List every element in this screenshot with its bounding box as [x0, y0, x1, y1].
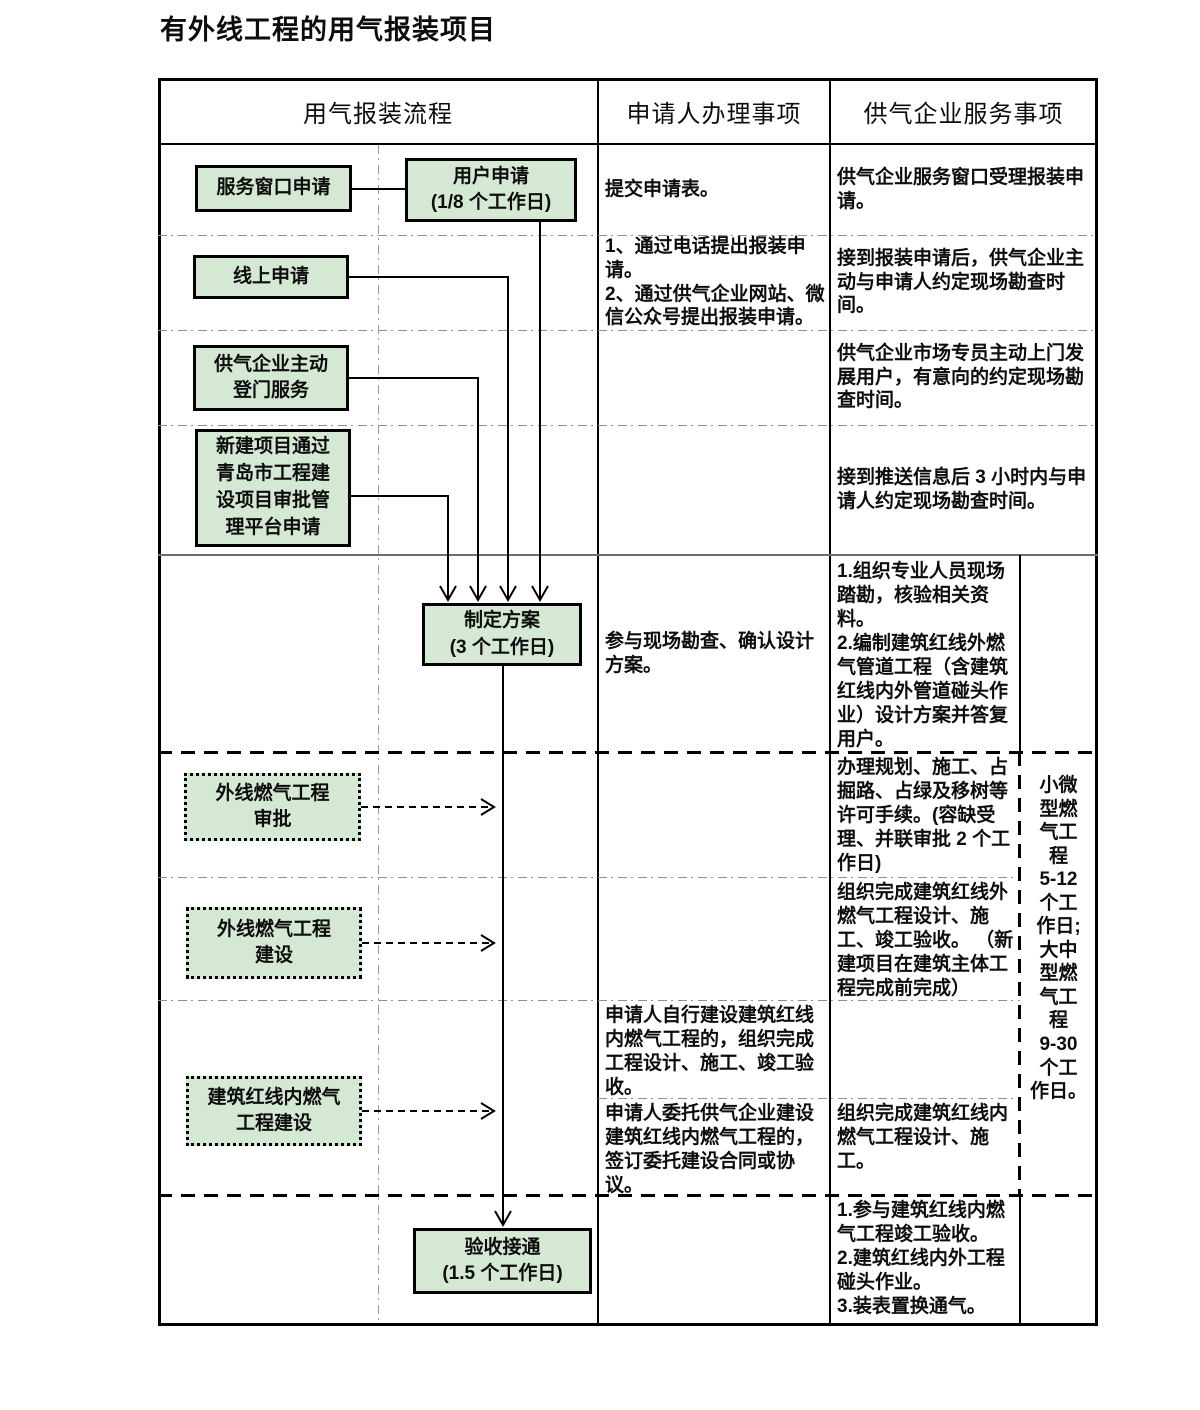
- cell-r1-applicant: 提交申请表。: [605, 145, 825, 235]
- flow-box-outer-approval: 外线燃气工程 审批: [184, 773, 361, 841]
- flow-column-inner-divider: [378, 145, 379, 1325]
- flow-box-user-apply-duration: (1/8 个工作日): [430, 192, 552, 213]
- flow-box-make-plan-duration: (3 个工作日): [449, 636, 555, 658]
- cell-r8a-applicant: 申请人自行建设建筑红线内燃气工程的，组织完成工程设计、施工、竣工验收。: [605, 1004, 829, 1098]
- column-border-1: [597, 78, 599, 1326]
- flow-box-proactive-service: 供气企业主动 登门服务: [193, 345, 349, 411]
- phase-divider-top: [158, 751, 1098, 754]
- cell-r8a-applicant-text: 申请人自行建设建筑红线内燃气工程的，组织完成工程设计、施工、竣工验收。: [605, 1005, 815, 1098]
- flow-box-user-apply-label: 用户申请: [452, 165, 529, 187]
- row-divider-1: [158, 235, 1098, 236]
- flow-box-user-apply: 用户申请 (1/8 个工作日): [405, 158, 577, 222]
- cell-r5-applicant: 参与现场勘查、确认设计方案。: [605, 555, 825, 752]
- flow-box-outer-construction-label: 外线燃气工程 建设: [216, 918, 331, 966]
- cell-r1-company: 供气企业服务窗口受理报装申请。: [837, 145, 1091, 235]
- row-divider-6: [158, 877, 1020, 878]
- flow-box-make-plan-label: 制定方案: [463, 610, 540, 632]
- note-column-border-upper: [1019, 555, 1021, 752]
- row-divider-2: [158, 330, 1098, 331]
- cell-r5-applicant-text: 参与现场勘查、确认设计方案。: [605, 630, 815, 676]
- row-divider-7: [158, 1000, 1020, 1001]
- note-column-border-lower: [1019, 1195, 1021, 1325]
- row-divider-4: [158, 554, 1098, 556]
- cell-r3-company-text: 供气企业市场专员主动上门发展用户，有意向的约定现场勘查时间。: [837, 342, 1085, 412]
- header-applicant-label: 申请人办理事项: [626, 100, 802, 128]
- cell-r7-company: 组织完成建筑红线外燃气工程设计、施工、竣工验收。 （新建项目在建筑主体工程完成前…: [837, 881, 1015, 999]
- column-border-2: [829, 78, 831, 1326]
- header-applicant-column: 申请人办理事项: [598, 78, 830, 144]
- cell-r8b-company-text: 组织完成建筑红线内燃气工程设计、施工。: [837, 1103, 1009, 1172]
- cell-r1-company-text: 供气企业服务窗口受理报装申请。: [837, 167, 1085, 212]
- header-flow-column: 用气报装流程: [158, 78, 598, 144]
- side-note-duration: 小微 型燃 气工 程 5-12 个工 作日; 大中 型燃 气工 程 9-30 个…: [1021, 752, 1096, 1195]
- flow-box-online-apply-label: 线上申请: [232, 265, 309, 287]
- note-column-border-dashed: [1018, 752, 1021, 1195]
- header-flow-label: 用气报装流程: [303, 100, 453, 128]
- table-frame: [158, 78, 1098, 1326]
- flow-box-online-apply: 线上申请: [193, 255, 349, 299]
- flow-box-new-project-label: 新建项目通过 青岛市工程建 设项目审批管 理平台申请: [215, 436, 330, 538]
- flow-box-acceptance: 验收接通 (1.5 个工作日): [413, 1228, 592, 1294]
- side-note-text: 小微 型燃 气工 程 5-12 个工 作日; 大中 型燃 气工 程 9-30 个…: [1029, 775, 1087, 1103]
- cell-r6-company: 办理规划、施工、占掘路、占绿及移树等许可手续。(容缺受理、并联审批 2 个工作日…: [837, 756, 1015, 876]
- cell-r5-company: 1.组织专业人员现场踏勘，核验相关资料。 2.编制建筑红线外燃气管道工程（含建筑…: [837, 560, 1015, 752]
- header-company-label: 供气企业服务事项: [863, 100, 1064, 128]
- page-title: 有外线工程的用气报装项目: [160, 15, 496, 45]
- flow-box-make-plan: 制定方案 (3 个工作日): [422, 603, 582, 666]
- cell-r6-company-text: 办理规划、施工、占掘路、占绿及移树等许可手续。(容缺受理、并联审批 2 个工作日…: [837, 757, 1011, 874]
- header-bottom-border: [158, 143, 1098, 145]
- cell-r5-company-text: 1.组织专业人员现场踏勘，核验相关资料。 2.编制建筑红线外燃气管道工程（含建筑…: [837, 561, 1009, 750]
- cell-r9-company: 1.参与建筑红线内燃气工程竣工验收。 2.建筑红线内外工程碰头作业。 3.装表置…: [837, 1199, 1015, 1325]
- flow-box-new-project: 新建项目通过 青岛市工程建 设项目审批管 理平台申请: [195, 429, 351, 547]
- cell-r2-company: 接到报装申请后，供气企业主动与申请人约定现场勘查时间。: [837, 235, 1091, 330]
- cell-r2-applicant: 1、通过电话提出报装申请。 2、通过供气企业网站、微信公众号提出报装申请。: [605, 235, 829, 330]
- flow-box-outer-approval-label: 外线燃气工程 审批: [215, 782, 330, 830]
- flow-box-service-window-label: 服务窗口申请: [216, 177, 331, 199]
- row-divider-3: [158, 425, 1098, 426]
- flow-box-service-window: 服务窗口申请: [195, 165, 352, 212]
- cell-r8b-applicant: 申请人委托供气企业建设建筑红线内燃气工程的，签订委托建设合同或协议。: [605, 1102, 829, 1196]
- cell-r1-applicant-text: 提交申请表。: [605, 179, 720, 201]
- flow-box-proactive-service-label: 供气企业主动 登门服务: [213, 353, 328, 401]
- flow-box-acceptance-duration: (1.5 个工作日): [442, 1263, 563, 1284]
- cell-r3-company: 供气企业市场专员主动上门发展用户，有意向的约定现场勘查时间。: [837, 330, 1091, 425]
- cell-r4-company: 接到推送信息后 3 小时内与申请人约定现场勘查时间。: [837, 425, 1091, 555]
- cell-r9-company-text: 1.参与建筑红线内燃气工程竣工验收。 2.建筑红线内外工程碰头作业。 3.装表置…: [837, 1200, 1005, 1317]
- flow-box-redline-construction-label: 建筑红线内燃气 工程建设: [207, 1086, 341, 1134]
- flow-box-redline-construction: 建筑红线内燃气 工程建设: [186, 1076, 362, 1146]
- cell-r2-applicant-text: 1、通过电话提出报装申请。 2、通过供气企业网站、微信公众号提出报装申请。: [605, 235, 825, 329]
- flow-box-acceptance-label: 验收接通: [464, 1236, 541, 1258]
- cell-r8b-company: 组织完成建筑红线内燃气工程设计、施工。: [837, 1102, 1015, 1194]
- header-company-column: 供气企业服务事项: [830, 78, 1097, 144]
- cell-r4-company-text: 接到推送信息后 3 小时内与申请人约定现场勘查时间。: [837, 467, 1087, 512]
- phase-divider-bottom: [158, 1194, 1098, 1197]
- cell-r8b-applicant-text: 申请人委托供气企业建设建筑红线内燃气工程的，签订委托建设合同或协议。: [605, 1103, 815, 1196]
- cell-r7-company-text: 组织完成建筑红线外燃气工程设计、施工、竣工验收。 （新建项目在建筑主体工程完成前…: [837, 882, 1014, 999]
- cell-r2-company-text: 接到报装申请后，供气企业主动与申请人约定现场勘查时间。: [837, 247, 1085, 317]
- row-divider-8: [598, 1098, 1020, 1099]
- flow-box-outer-construction: 外线燃气工程 建设: [186, 907, 362, 979]
